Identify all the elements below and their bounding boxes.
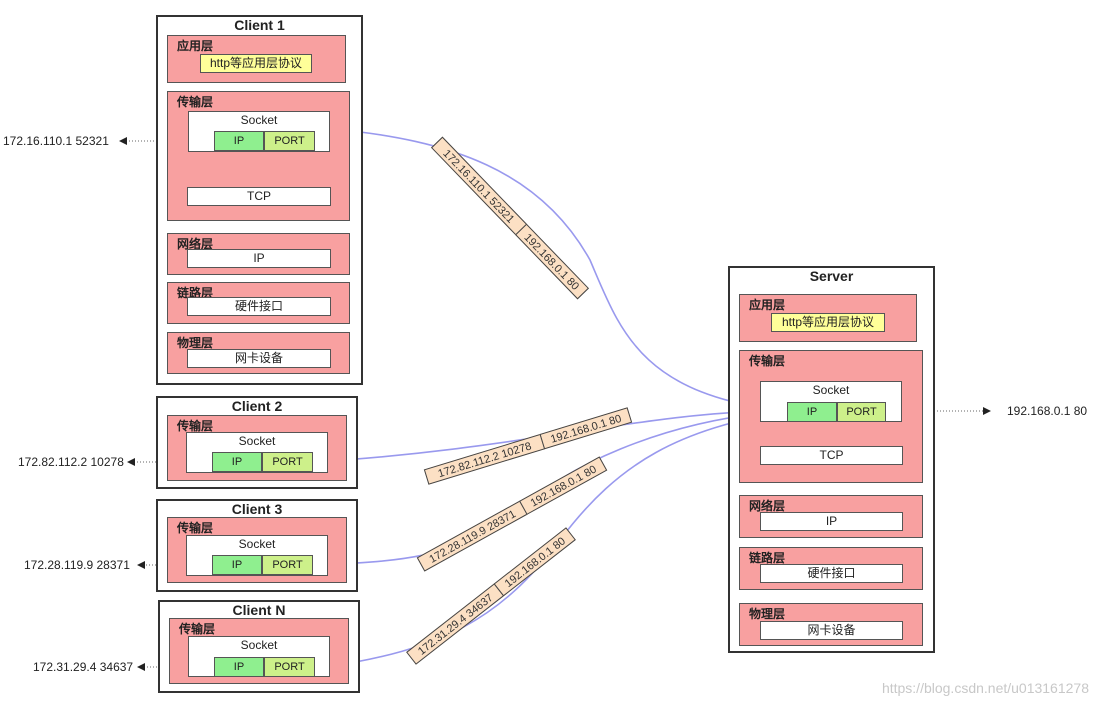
client-n-title: Client N [232, 602, 286, 618]
c1-http-protocol-box: http等应用层协议 [200, 54, 312, 73]
c1-nic-box: 网卡设备 [187, 349, 331, 368]
cn-ip-cell: IP [214, 657, 264, 677]
srv-link-label: 链路层 [749, 551, 786, 565]
c2-port-cell: PORT [262, 452, 313, 472]
client-2-title: Client 2 [231, 398, 283, 414]
c2-ip-cell: IP [212, 452, 262, 472]
srv-physical-label: 物理层 [749, 607, 786, 621]
client-1-title: Client 1 [234, 17, 285, 33]
c1-tcp-box: TCP [187, 187, 331, 206]
client-3-title: Client 3 [231, 501, 283, 517]
watermark: https://blog.csdn.net/u013161278 [881, 680, 1089, 696]
c1-physical-label: 物理层 [177, 336, 214, 350]
c1-transport-label: 传输层 [177, 95, 214, 109]
cn-transport-label: 传输层 [179, 622, 216, 636]
c1-address: 172.16.110.1 52321 [3, 134, 109, 148]
srv-tcp-box: TCP [760, 446, 903, 465]
srv-network-label: 网络层 [749, 499, 786, 513]
c3-socket-label: Socket [238, 537, 276, 551]
srv-ip-box: IP [760, 512, 903, 531]
server-title: Server [809, 268, 854, 284]
srv-application-layer: 应用层 [739, 294, 917, 342]
c3-address: 172.28.119.9 28371 [24, 558, 130, 572]
c1-port-cell: PORT [264, 131, 315, 151]
srv-application-label: 应用层 [749, 298, 786, 312]
srv-port-cell: PORT [837, 402, 886, 422]
srv-nic-box: 网卡设备 [760, 621, 903, 640]
c2-transport-label: 传输层 [177, 419, 214, 433]
c1-application-label: 应用层 [177, 39, 214, 53]
cn-address: 172.31.29.4 34637 [33, 660, 134, 674]
c3-ip-cell: IP [212, 555, 262, 575]
srv-socket-box: Socket [760, 381, 902, 422]
c1-ip-cell: IP [214, 131, 264, 151]
srv-socket-label: Socket [812, 383, 850, 397]
srv-hardware-box: 硬件接口 [760, 564, 903, 583]
srv-transport-label: 传输层 [749, 354, 786, 368]
c3-port-cell: PORT [262, 555, 313, 575]
srv-http-protocol-box: http等应用层协议 [771, 313, 885, 332]
cn-socket-label: Socket [240, 638, 278, 652]
srv-address: 192.168.0.1 80 [1007, 404, 1088, 418]
c1-network-label: 网络层 [177, 237, 214, 251]
srv-ip-cell: IP [787, 402, 837, 422]
c2-socket-label: Socket [238, 434, 276, 448]
c1-socket-label: Socket [240, 113, 278, 127]
c1-ip-box: IP [187, 249, 331, 268]
cn-port-cell: PORT [264, 657, 315, 677]
c3-transport-label: 传输层 [177, 521, 214, 535]
c1-link-label: 链路层 [177, 286, 214, 300]
c2-address: 172.82.112.2 10278 [18, 455, 124, 469]
c1-hardware-box: 硬件接口 [187, 297, 331, 316]
